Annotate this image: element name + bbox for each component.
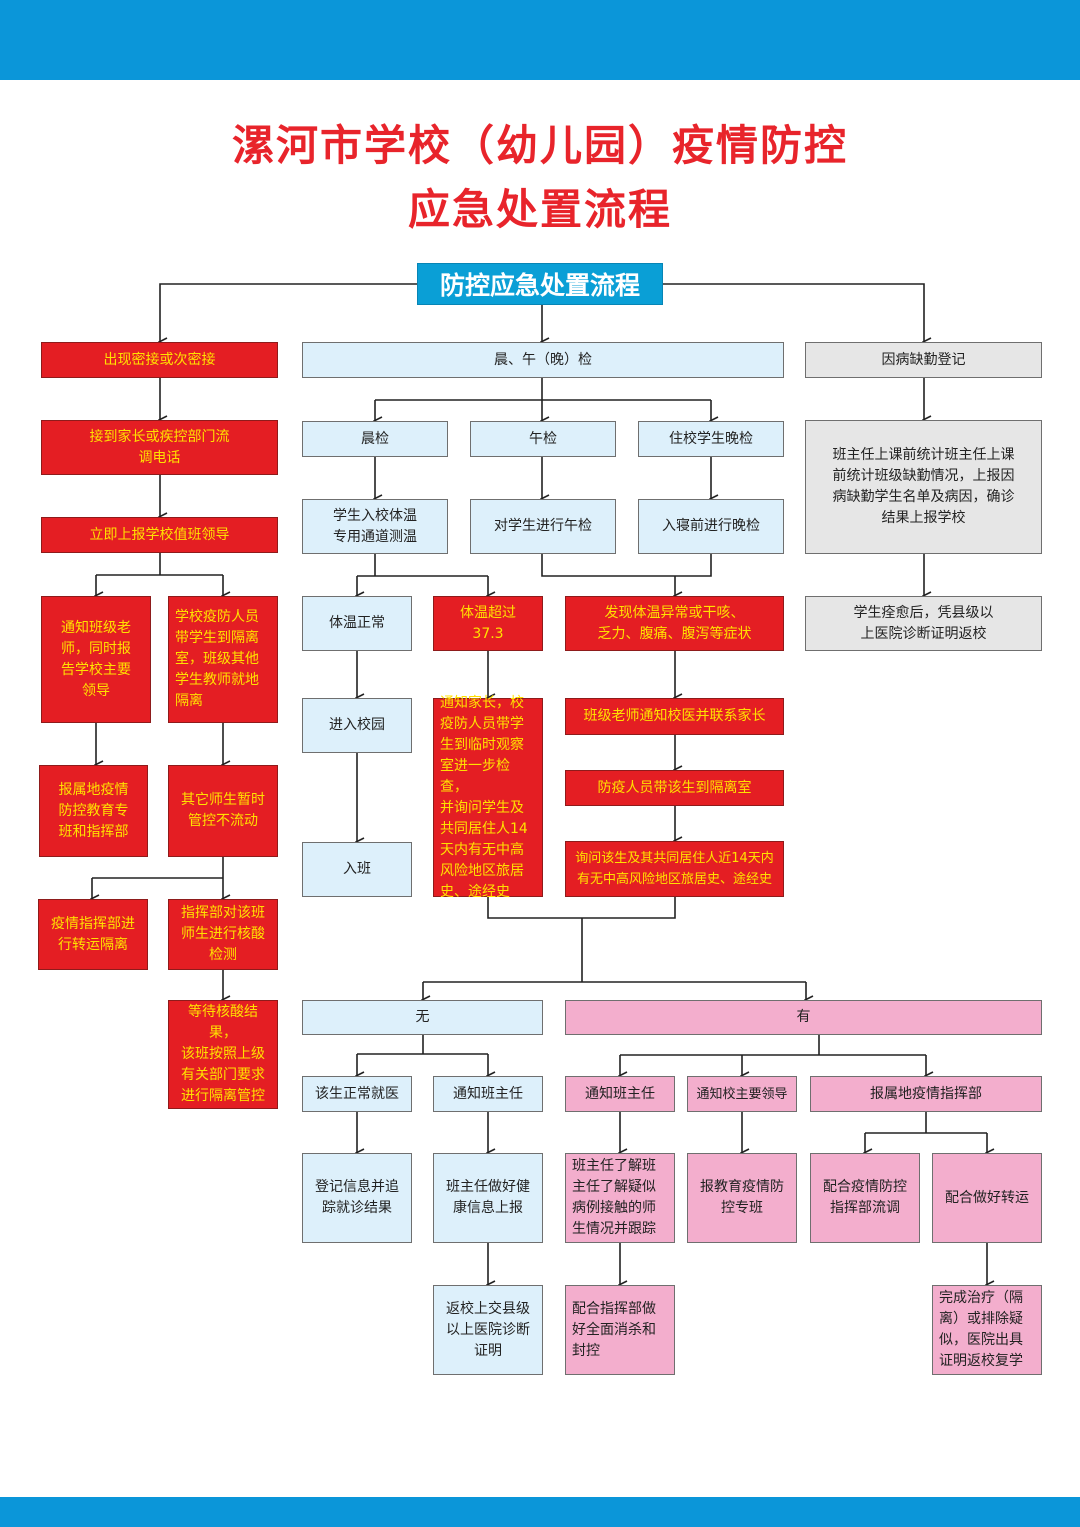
- evening-process-box: 入寝前进行晚检: [638, 499, 784, 554]
- temp-normal-box: 体温正常: [302, 596, 412, 651]
- wait-result-box: 等待核酸结果， 该班按照上级 有关部门要求 进行隔离管控: [168, 1000, 278, 1109]
- coop-transfer-box: 配合做好转运: [932, 1153, 1042, 1243]
- coop-trace-box: 配合疫情防控 指挥部流调: [810, 1153, 920, 1243]
- page-title-line-2: 应急处置流程: [407, 185, 672, 234]
- report-edu-box: 报教育疫情防 控专班: [687, 1153, 797, 1243]
- transfer-box: 疫情指挥部进 行转运隔离: [38, 899, 148, 970]
- notify-principal-box: 通知校主要领导: [687, 1076, 797, 1112]
- notify-head-yes-box: 通知班主任: [565, 1076, 675, 1112]
- page-title-line-1: 漯河市学校（幼儿园）疫情防控: [231, 121, 848, 170]
- to-isolation-box: 防疫人员带该生到隔离室: [565, 770, 784, 806]
- coop-disinfect-box: 配合指挥部做 好全面消杀和 封控: [565, 1285, 675, 1375]
- top-color-band: [0, 0, 1080, 80]
- no-move-box: 其它师生暂时 管控不流动: [168, 765, 278, 857]
- noon-check-box: 午检: [470, 421, 616, 457]
- report-leader-box: 立即上报学校值班领导: [41, 517, 278, 553]
- nucleic-test-box: 指挥部对该班 师生进行核酸 检测: [168, 899, 278, 970]
- record-info-box: 登记信息并追 踪就诊结果: [302, 1153, 412, 1243]
- return-school-box: 学生痊愈后，凭县级以 上医院诊断证明返校: [805, 596, 1042, 651]
- teacher-doctor-box: 班级老师通知校医并联系家长: [565, 698, 784, 735]
- absence-detail-box: 班主任上课前统计班主任上课 前统计班级缺勤情况，上报因 病缺勤学生名单及病因，确…: [805, 420, 1042, 554]
- morning-check-box: 晨检: [302, 421, 448, 457]
- report-local-box: 报属地疫情 防控教育专 班和指挥部: [39, 765, 148, 857]
- branch-no-box: 无: [302, 1000, 543, 1035]
- return-cert-box: 返校上交县级 以上医院诊断 证明: [433, 1285, 543, 1375]
- bottom-color-band: [0, 1497, 1080, 1527]
- branch-yes-box: 有: [565, 1000, 1042, 1035]
- daily-check-box: 晨、午（晚）检: [302, 342, 784, 378]
- report-command-box: 报属地疫情指挥部: [810, 1076, 1042, 1112]
- close-contact-box: 出现密接或次密接: [41, 342, 278, 378]
- noon-process-box: 对学生进行午检: [470, 499, 616, 554]
- notify-teacher-box: 通知班级老 师，同时报 告学校主要 领导: [41, 596, 151, 723]
- receive-call-box: 接到家长或疾控部门流 调电话: [41, 420, 278, 475]
- morning-temp-box: 学生入校体温 专用通道测温: [302, 499, 448, 554]
- flow-banner: 防控应急处置流程: [417, 263, 663, 305]
- absence-register-box: 因病缺勤登记: [805, 342, 1042, 378]
- health-report-box: 班主任做好健 康信息上报: [433, 1153, 543, 1243]
- enter-campus-box: 进入校园: [302, 698, 412, 753]
- isolate-staff-box: 学校疫防人员 带学生到隔离 室，班级其他 学生教师就地 隔离: [168, 596, 278, 723]
- understand-contacts-box: 班主任了解班 主任了解疑似 病例接触的师 生情况并跟踪: [565, 1153, 675, 1243]
- symptoms-box: 发现体温异常或干咳、 乏力、腹痛、腹泻等症状: [565, 596, 784, 651]
- temp-high-box: 体温超过 37.3: [433, 596, 543, 651]
- enter-class-box: 入班: [302, 842, 412, 897]
- evening-check-box: 住校学生晚检: [638, 421, 784, 457]
- normal-doctor-box: 该生正常就医: [302, 1076, 412, 1112]
- notify-parent-box: 通知家长，校 疫防人员带学 生到临时观察 室进一步检查， 并询问学生及 共同居住…: [433, 695, 543, 900]
- notify-head-no-box: 通知班主任: [433, 1076, 543, 1112]
- ask-history-box: 询问该生及其共同居住人近14天内 有无中高风险地区旅居史、途经史: [565, 841, 784, 897]
- complete-treatment-box: 完成治疗（隔 离）或排除疑 似，医院出具 证明返校复学: [932, 1285, 1042, 1375]
